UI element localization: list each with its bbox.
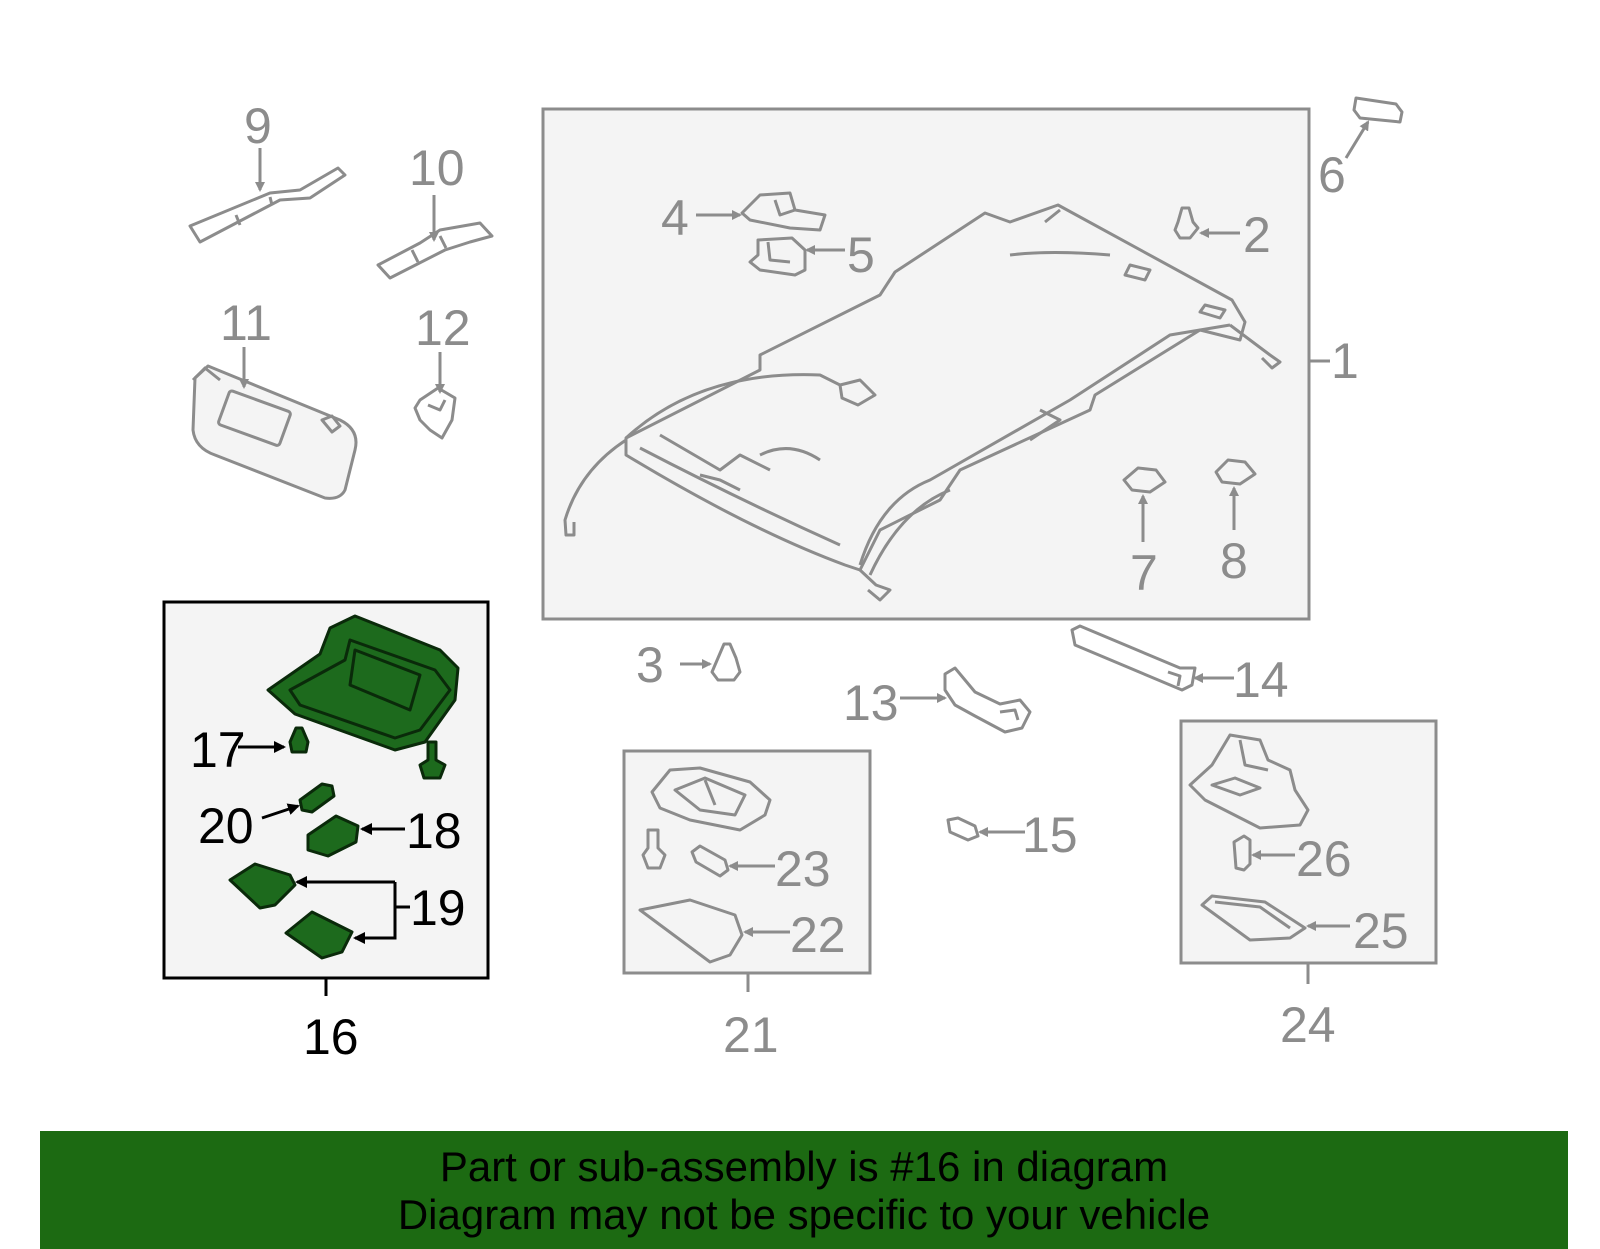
lens-19b[interactable] bbox=[284, 910, 354, 960]
callout-23: 23 bbox=[775, 841, 831, 897]
callout-15: 15 bbox=[1022, 807, 1078, 863]
callout-1: 1 bbox=[1331, 333, 1359, 389]
callout-16: 16 bbox=[303, 1009, 359, 1065]
banner-line-1: Part or sub-assembly is #16 in diagram bbox=[439, 1143, 1169, 1190]
callout-7: 7 bbox=[1130, 545, 1158, 601]
grab-handle-13[interactable] bbox=[943, 666, 1032, 734]
switch-18[interactable] bbox=[306, 814, 360, 858]
rail-10[interactable] bbox=[376, 221, 494, 280]
bulb-20[interactable] bbox=[298, 782, 336, 814]
callout-9: 9 bbox=[244, 98, 272, 154]
clip-2[interactable] bbox=[1173, 206, 1200, 240]
callout-24: 24 bbox=[1280, 997, 1336, 1053]
overhead-console-16[interactable] bbox=[266, 614, 460, 752]
banner-line-2: Diagram may not be specific to your vehi… bbox=[397, 1191, 1211, 1238]
visor-clip-12[interactable] bbox=[413, 386, 457, 440]
callout-18: 18 bbox=[406, 803, 462, 859]
headliner-assembly-box bbox=[541, 107, 1311, 621]
info-banner: Part or sub-assembly is #16 in diagram D… bbox=[40, 1131, 1568, 1249]
pad-6[interactable] bbox=[1352, 96, 1404, 124]
screw-17a[interactable] bbox=[288, 726, 310, 754]
callout-4: 4 bbox=[661, 190, 689, 246]
bracket-5[interactable] bbox=[748, 236, 807, 277]
sun-visor-11[interactable] bbox=[191, 364, 358, 500]
callout-11: 11 bbox=[220, 295, 272, 351]
callout-13: 13 bbox=[843, 675, 899, 731]
pad-7[interactable] bbox=[1122, 466, 1167, 494]
clip-3[interactable] bbox=[710, 642, 742, 682]
map-lamp-21[interactable] bbox=[650, 766, 772, 832]
callout-25: 25 bbox=[1353, 903, 1409, 959]
screw-17b[interactable] bbox=[418, 740, 447, 780]
pad-8[interactable] bbox=[1214, 458, 1257, 486]
callout-20: 20 bbox=[198, 798, 254, 854]
headliner-part[interactable] bbox=[563, 203, 1282, 602]
callout-26: 26 bbox=[1296, 831, 1352, 887]
callout-10: 10 bbox=[409, 140, 465, 196]
clip-15[interactable] bbox=[946, 816, 980, 842]
callout-21: 21 bbox=[723, 1007, 779, 1063]
bracket-4[interactable] bbox=[740, 191, 827, 232]
dome-lamp-24[interactable] bbox=[1188, 733, 1310, 830]
callout-17: 17 bbox=[190, 722, 246, 778]
callout-3: 3 bbox=[636, 637, 664, 693]
callout-2: 2 bbox=[1243, 207, 1271, 263]
rail-9[interactable] bbox=[188, 166, 347, 244]
bulb-26[interactable] bbox=[1232, 834, 1252, 872]
callout-6: 6 bbox=[1318, 147, 1346, 203]
screw-21[interactable] bbox=[641, 828, 667, 870]
callout-5: 5 bbox=[847, 227, 875, 283]
lens-25[interactable] bbox=[1200, 894, 1307, 942]
callout-22: 22 bbox=[790, 907, 846, 963]
callout-14: 14 bbox=[1233, 652, 1289, 708]
callout-19: 19 bbox=[410, 880, 466, 936]
rail-14[interactable] bbox=[1070, 624, 1197, 692]
callout-12: 12 bbox=[415, 300, 471, 356]
callout-8: 8 bbox=[1220, 533, 1248, 589]
lens-22[interactable] bbox=[638, 898, 744, 964]
